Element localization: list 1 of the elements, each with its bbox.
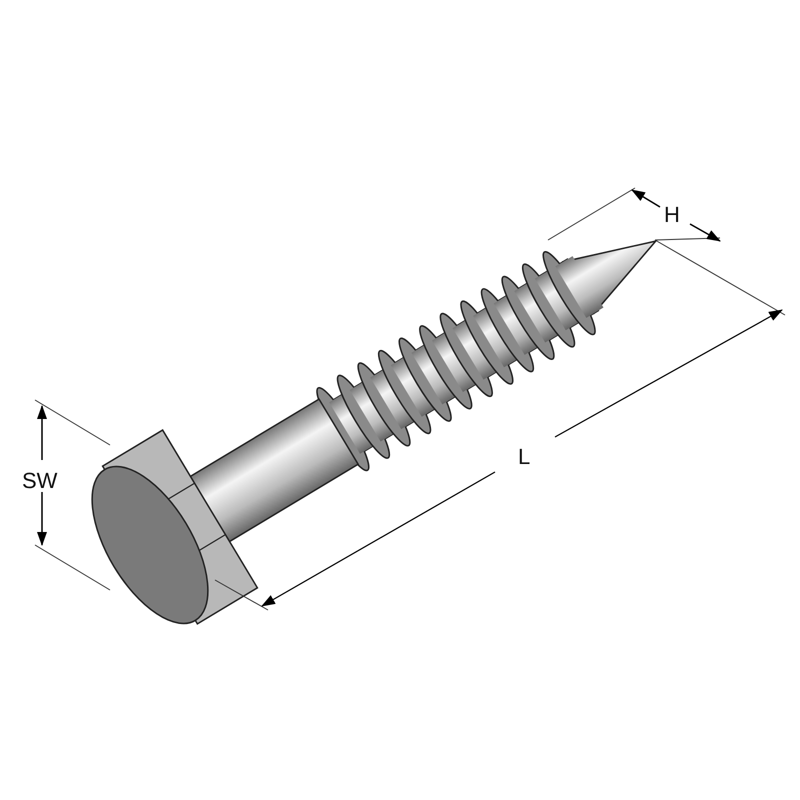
dimension-label: SW	[20, 470, 60, 492]
